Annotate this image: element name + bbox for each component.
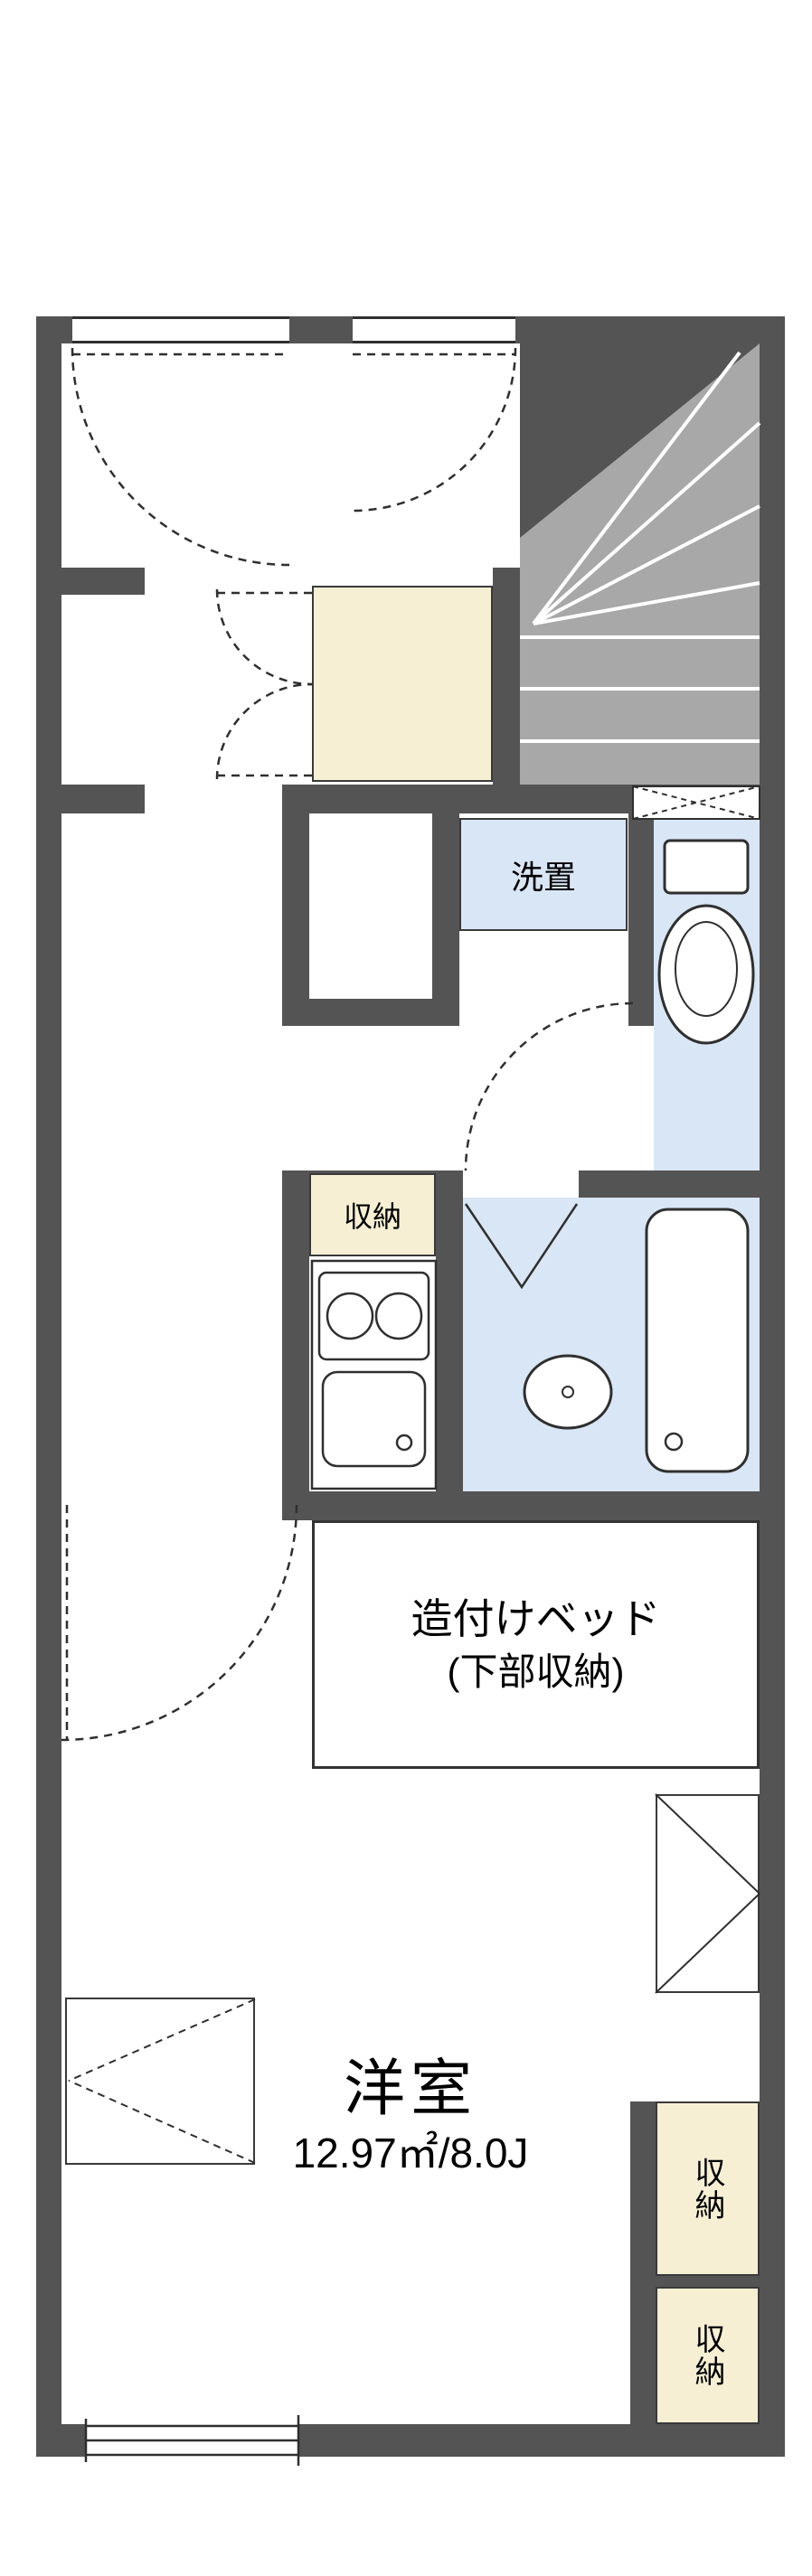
wall-right	[760, 316, 785, 2457]
washbasin-icon	[523, 1354, 613, 1430]
sink-icon	[321, 1370, 427, 1468]
bath-folding-door-icon	[464, 1203, 579, 1290]
wall-segment	[579, 1170, 785, 1198]
wall-segment	[656, 2276, 760, 2287]
wall-segment	[282, 1170, 309, 1520]
bottom-window-icon	[84, 2415, 300, 2466]
staircase-icon	[520, 343, 761, 743]
room-door-arc	[61, 1504, 298, 1742]
wall-segment	[282, 1491, 785, 1520]
main-room-size: 12.97㎡/8.0J	[292, 2129, 529, 2176]
door-arcs	[61, 347, 634, 1742]
kitchen-unit-icon	[310, 1259, 438, 1490]
kitchen-storage-label: 収納	[343, 1200, 401, 1233]
wall-segment	[282, 813, 309, 1026]
closet-upper-label: 収納	[690, 2156, 724, 2222]
genkan-area	[312, 586, 493, 782]
washer-area: 洗置	[459, 818, 628, 931]
faucet-icon	[395, 1434, 413, 1452]
toilet-window-icon	[632, 785, 760, 820]
wall-segment	[36, 785, 145, 813]
wall-left	[36, 316, 61, 2457]
bathtub-icon	[645, 1208, 750, 1473]
main-room-label: 洋室 12.97㎡/8.0J	[61, 2025, 760, 2205]
wall-segment	[36, 568, 145, 595]
entrance-opening	[353, 316, 515, 343]
wall-segment	[432, 813, 459, 1026]
toilet-icon	[657, 839, 755, 1045]
wall-segment	[628, 813, 654, 1026]
kitchen-storage: 収納	[309, 1173, 436, 1256]
closet-lower: 収納	[656, 2287, 760, 2424]
stove-burner-icon	[374, 1292, 423, 1340]
wall-segment	[436, 1198, 463, 1520]
wall-segment	[282, 999, 459, 1026]
toilet-door-arc	[464, 1001, 634, 1171]
closet-lower-label: 収納	[690, 2323, 724, 2388]
bed-label-line1: 造付けベッド	[411, 1595, 661, 1643]
fridge-space-mark	[655, 1793, 760, 1994]
window-box-left	[65, 1998, 255, 2165]
main-room-name: 洋室	[343, 2054, 477, 2123]
closet-door-arc	[215, 588, 313, 686]
wall-segment	[493, 568, 520, 785]
built-in-bed: 造付けベッド (下部収納)	[312, 1520, 760, 1769]
entrance-door-arc	[71, 347, 290, 567]
bed-label-line2: (下部収納)	[447, 1650, 625, 1694]
entrance-opening	[72, 316, 289, 343]
closet-upper: 収納	[656, 2101, 760, 2276]
closet-door-arc	[215, 682, 313, 780]
entrance-door-arc	[352, 347, 517, 512]
washer-label: 洗置	[510, 858, 576, 896]
wall-segment	[630, 2101, 656, 2424]
stove-burner-icon	[326, 1292, 374, 1340]
window-box-mark	[68, 1998, 256, 2164]
